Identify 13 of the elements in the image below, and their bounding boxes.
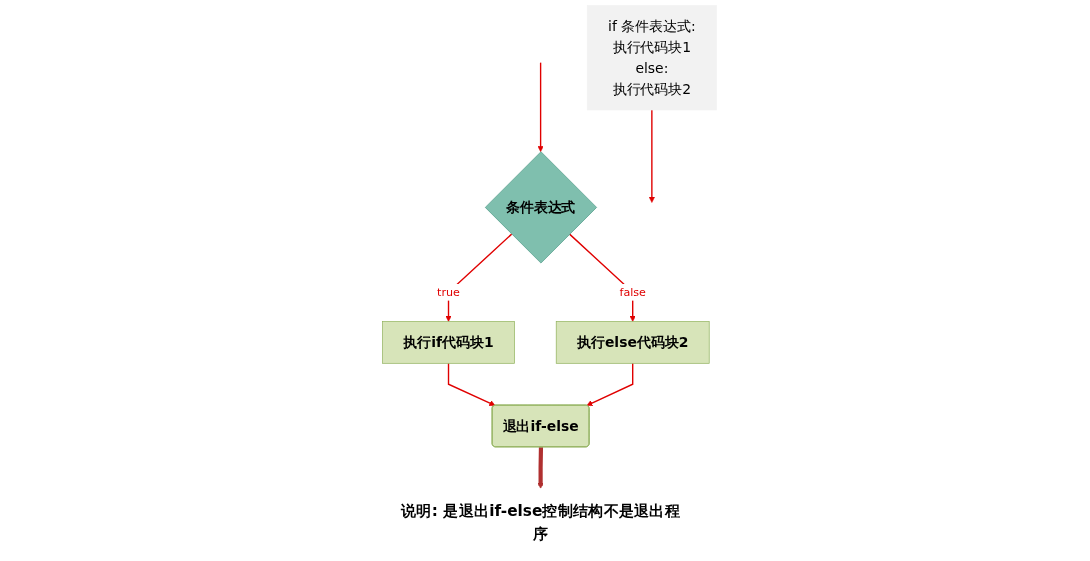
node-box: if 条件表达式: 执行代码块1 else: 执行代码块2 [586,5,717,111]
edge-label: false [619,285,646,299]
arrow [447,362,496,406]
arrow [445,233,513,322]
node-box: 执行else代码块2 [555,321,710,364]
arrow [537,447,544,489]
arrow [586,362,634,406]
arrow [648,109,655,203]
node-box: 执行if代码块1 [382,321,515,364]
node-diamond: 条件表达式 [484,151,597,264]
edge-label: true [437,285,460,299]
arrow [537,61,544,152]
node-text: 说明: 是退出if-else控制结构不是退出程序 [401,501,681,543]
